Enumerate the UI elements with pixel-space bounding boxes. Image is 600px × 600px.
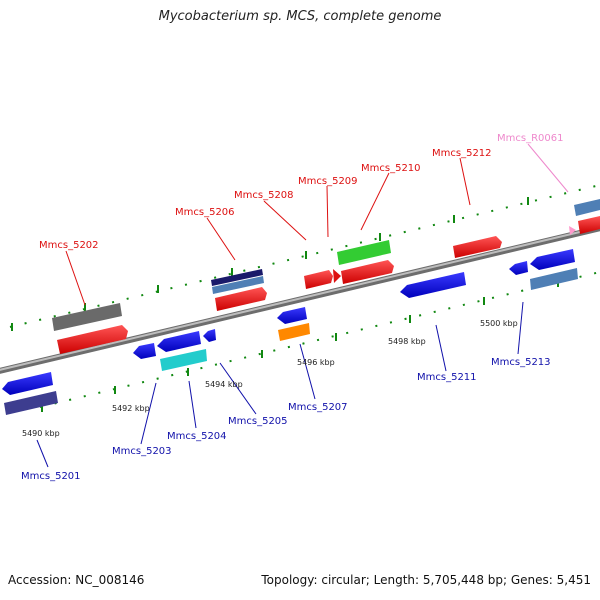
feature-red-5212 <box>453 236 502 258</box>
gene-label: Mmcs_5206 <box>175 207 235 218</box>
feature-blue-5205 <box>203 329 216 342</box>
gene-label: Mmcs_5201 <box>21 471 81 482</box>
kbp-labels: 5490 kbp 5492 kbp 5494 kbp 5496 kbp 5498… <box>22 319 518 438</box>
gene-label: Mmcs_R0061 <box>497 133 563 144</box>
feature-blue-5201 <box>2 372 53 395</box>
gene-label: Mmcs_5213 <box>491 357 551 368</box>
feature-blue-5207 <box>277 307 307 324</box>
feature-red-5202 <box>57 325 128 354</box>
reverse-features <box>2 249 578 415</box>
feature-pink <box>569 226 576 235</box>
gene-label: Mmcs_5207 <box>288 402 348 413</box>
genome-backbone <box>0 225 600 374</box>
gene-label: Mmcs_5210 <box>361 163 421 174</box>
feature-steel-5213 <box>530 268 578 290</box>
forward-features <box>52 199 600 354</box>
feature-blue-5213a <box>509 261 528 275</box>
gene-label: Mmcs_5205 <box>228 416 288 427</box>
feature-cyan-5204 <box>160 349 207 371</box>
gene-label: Mmcs_5208 <box>234 190 294 201</box>
gene-label: Mmcs_5202 <box>39 240 99 251</box>
kbp-label: 5500 kbp <box>480 319 518 328</box>
feature-red-right <box>578 216 600 234</box>
gene-label: Mmcs_5209 <box>298 176 358 187</box>
footer-summary: Topology: circular; Length: 5,705,448 bp… <box>261 573 591 587</box>
kbp-label: 5492 kbp <box>112 404 150 413</box>
map-title: Mycobacterium sp. MCS, complete genome <box>158 9 442 24</box>
kbp-label: 5494 kbp <box>205 380 243 389</box>
reverse-tick-track <box>39 271 600 408</box>
feature-blue-5204a <box>157 331 201 352</box>
gene-label: Mmcs_5204 <box>167 431 227 442</box>
feature-green <box>337 240 391 265</box>
feature-steel-right <box>574 199 600 216</box>
forward-leader-lines <box>65 157 471 306</box>
footer-accession: Accession: NC_008146 <box>8 573 145 587</box>
feature-steelblue <box>212 276 264 294</box>
gene-label: Mmcs_5212 <box>432 148 492 159</box>
feature-blue-5211 <box>400 272 466 298</box>
feature-orange <box>278 323 310 341</box>
gene-label: Mmcs_5203 <box>112 446 172 457</box>
feature-navy <box>211 269 263 286</box>
kbp-label: 5498 kbp <box>388 337 426 346</box>
feature-blue-5203 <box>133 343 156 359</box>
rna-leader-line <box>527 143 569 193</box>
feature-red-5208 <box>304 270 333 289</box>
kbp-label: 5496 kbp <box>297 358 335 367</box>
kbp-label: 5490 kbp <box>22 429 60 438</box>
feature-blue-5213b <box>530 249 575 270</box>
feature-red-5206 <box>215 287 267 311</box>
forward-gene-labels: Mmcs_5202 Mmcs_5206 Mmcs_5208 Mmcs_5209 … <box>39 133 563 251</box>
reverse-gene-labels: Mmcs_5201 Mmcs_5203 Mmcs_5204 Mmcs_5205 … <box>21 357 551 482</box>
feature-red-small <box>333 269 341 283</box>
reverse-leader-lines <box>36 301 524 468</box>
feature-gray <box>52 303 122 331</box>
feature-red-5210 <box>341 260 394 284</box>
feature-purple-5201 <box>4 391 58 415</box>
gene-label: Mmcs_5211 <box>417 372 477 383</box>
